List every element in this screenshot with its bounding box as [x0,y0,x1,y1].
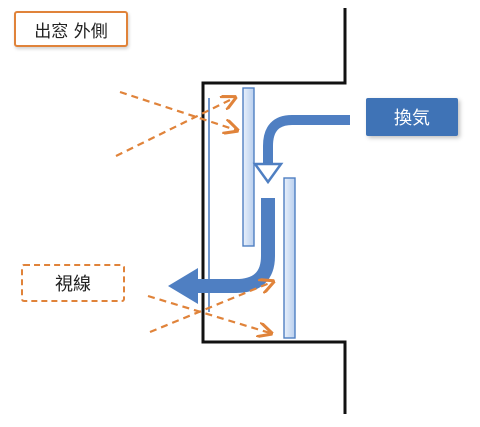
ventilation-label-box: 換気 [366,98,458,136]
airflow-arrow-upper [263,115,350,168]
wall-outline [201,8,347,414]
sightline-lower-rising [149,282,272,334]
louver-slat-upper [242,87,255,247]
airflow-arrow-upper-head [252,162,284,185]
ventilation-label: 換気 [394,108,430,129]
sightline-upper-falling [119,90,236,130]
outside-label: 出窓 外側 [34,21,108,42]
sightline-lower-falling [147,294,270,333]
sightline-upper-rising [115,98,234,157]
sightline-arrows [115,90,272,334]
airflow-arrow-lower-head [168,268,198,304]
louver-slat-lower [283,177,296,339]
airflow-arrow-lower [196,198,275,293]
sightline-label-box: 視線 [21,264,125,302]
outside-label-box: 出窓 外側 [14,11,128,47]
sightline-label: 視線 [55,274,91,295]
